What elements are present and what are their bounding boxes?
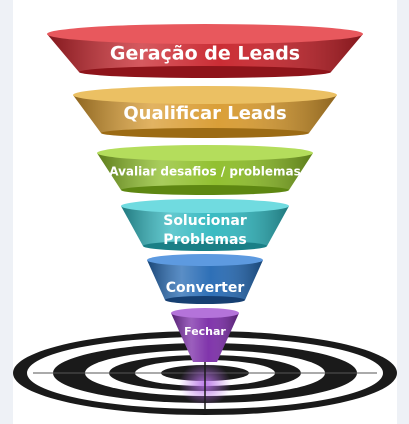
funnel-graphic: Geração de Leads Qualificar Leads Avalia… [13, 24, 397, 415]
funnel-stage-5: Converter [147, 254, 263, 304]
funnel-stage-3-rim [97, 145, 313, 161]
funnel-stage-3-base [121, 185, 289, 195]
funnel-stage-2-shine [73, 95, 337, 133]
funnel-stage-1-rim [47, 24, 363, 44]
funnel-stage-4-shine [121, 206, 289, 246]
funnel-stage-5-rim [147, 254, 263, 266]
funnel-stage-6-rim [171, 308, 239, 318]
target-icon [13, 331, 397, 415]
funnel-stage-4-rim [121, 199, 289, 213]
funnel-stage-5-label: Converter [166, 280, 245, 296]
funnel-stage-6-label: Fechar [184, 325, 226, 338]
funnel-stage-6-shine [171, 313, 239, 362]
funnel-stage-2-label: Qualificar Leads [123, 103, 286, 124]
funnel-stage-2-base [101, 128, 309, 138]
funnel-stage-4-base [143, 241, 267, 251]
funnel-stage-3: Avaliar desafios / problemas [97, 145, 313, 195]
funnel-stage-1: Geração de Leads [47, 24, 363, 78]
funnel-stage-1-base [79, 66, 331, 78]
funnel-stage-5-base [165, 296, 245, 304]
funnel-stage-4-label-line2: Problemas [163, 232, 246, 248]
funnel-stage-1-label: Geração de Leads [110, 43, 300, 65]
sales-funnel-diagram: Geração de Leads Qualificar Leads Avalia… [13, 0, 397, 424]
funnel-stage-4-label-line1: Solucionar [163, 213, 247, 229]
funnel-stage-4: Solucionar Problemas [121, 199, 289, 251]
funnel-stage-1-shine [47, 34, 363, 72]
funnel-stage-2-rim [73, 86, 337, 104]
funnel-stage-3-label: Avaliar desafios / problemas [109, 165, 301, 179]
funnel-stage-5-shine [147, 260, 263, 300]
funnel-stage-3-shine [97, 153, 313, 190]
funnel-stage-6: Fechar [171, 308, 239, 362]
funnel-stage-2: Qualificar Leads [73, 86, 337, 138]
